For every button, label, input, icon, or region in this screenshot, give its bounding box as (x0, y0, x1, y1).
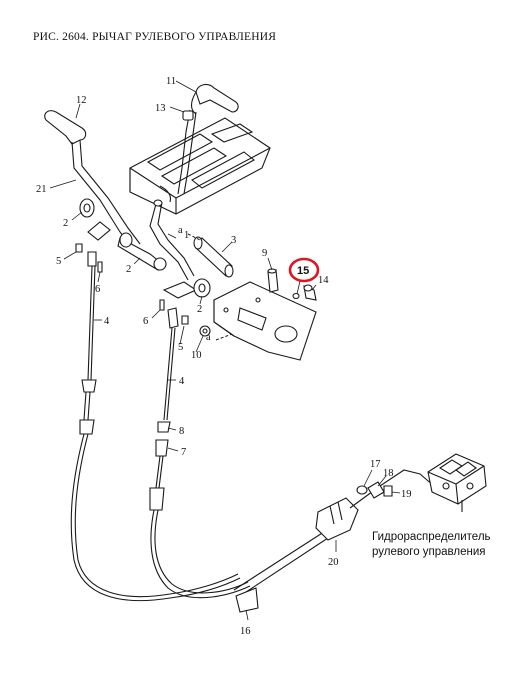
cable-4-right (149, 307, 251, 599)
pin-5-left (75, 243, 83, 253)
label-21: 21 (36, 184, 47, 195)
shaft-3 (193, 236, 234, 278)
label-2b: 2 (126, 264, 131, 275)
label-3: 3 (231, 235, 236, 246)
bolt-14 (303, 284, 317, 301)
label-4b: 4 (179, 376, 185, 387)
label-a2: a (206, 332, 211, 343)
label-14: 14 (318, 275, 329, 286)
washer-15 (292, 292, 300, 300)
label-19: 19 (401, 489, 412, 500)
nut-10 (199, 325, 211, 337)
label-5a: 5 (56, 256, 61, 267)
cable-4-left (70, 251, 241, 602)
label-2c: 2 (197, 304, 202, 315)
label-17: 17 (370, 459, 381, 470)
callout-line-1: Гидрораспределитель (372, 531, 491, 543)
part-19 (383, 485, 393, 497)
label-16: 16 (240, 626, 251, 637)
label-4a: 4 (104, 316, 110, 327)
label-9: 9 (262, 248, 267, 259)
label-13: 13 (155, 103, 166, 114)
lever-cover-plate (129, 117, 271, 215)
bushing-2-left (79, 198, 95, 218)
mounting-bracket (213, 281, 317, 361)
part-17 (356, 485, 368, 495)
bolt-9 (267, 268, 279, 293)
pin-6-left (97, 261, 103, 273)
label-10: 10 (191, 350, 202, 361)
linkage-20 (233, 469, 435, 613)
label-6a: 6 (95, 284, 100, 295)
label-1: 1 (184, 230, 189, 241)
page-title: РИС. 2604. РЫЧАГ РУЛЕВОГО УПРАВЛЕНИЯ (33, 31, 277, 43)
label-a1: a (178, 225, 183, 236)
label-6b: 6 (143, 316, 148, 327)
label-11: 11 (166, 76, 176, 87)
callout-line-2: рулевого управления (372, 546, 486, 558)
label-18: 18 (383, 468, 394, 479)
bushing-2-right (162, 278, 211, 299)
label-5b: 5 (178, 342, 183, 353)
highlight-ring-15 (288, 257, 320, 283)
steering-valve (427, 453, 487, 512)
pin-6-right (159, 299, 165, 311)
lever-11 (177, 83, 239, 195)
label-8: 8 (179, 426, 184, 437)
label-2a: 2 (63, 218, 68, 229)
pin-5-right (181, 315, 189, 325)
leader-lines (49, 80, 401, 621)
label-15: 15 (297, 265, 309, 277)
lever-1 (149, 199, 195, 281)
lever-12 (44, 110, 141, 249)
bushing-2-mid (117, 232, 167, 271)
label-7: 7 (181, 447, 186, 458)
part-labels: 11 13 12 21 2 5 6 4 2 a 1 3 2 6 5 a 10 4… (36, 76, 412, 637)
label-12: 12 (76, 95, 87, 106)
label-20: 20 (328, 557, 339, 568)
